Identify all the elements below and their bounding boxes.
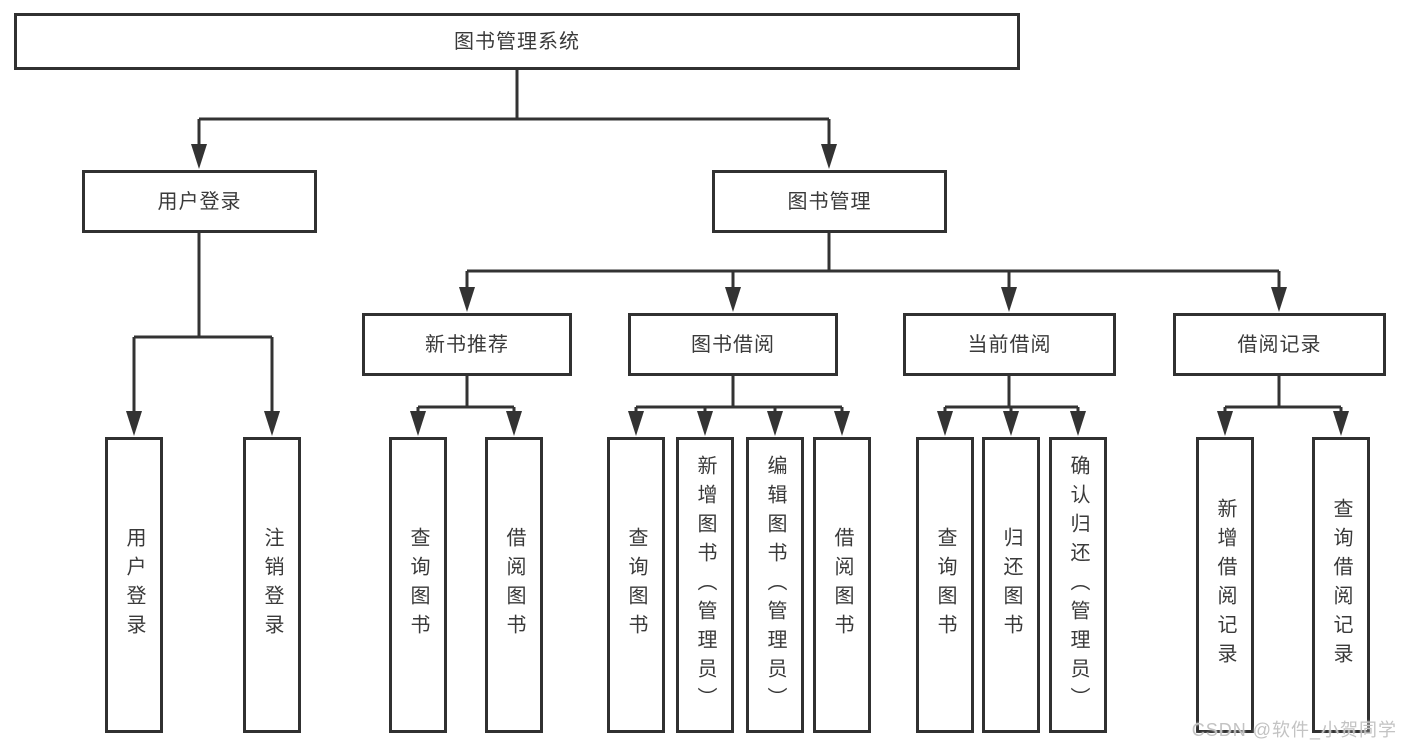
leaf-borrow-book-2: 借阅图书 xyxy=(813,437,871,733)
leaf-query-book-1: 查询图书 xyxy=(389,437,447,733)
node-borrow-record: 借阅记录 xyxy=(1173,313,1386,376)
leaf-add-borrow-record: 新增借阅记录 xyxy=(1196,437,1254,733)
leaf-borrow-book-1: 借阅图书 xyxy=(485,437,543,733)
leaf-logout: 注销登录 xyxy=(243,437,301,733)
node-root: 图书管理系统 xyxy=(14,13,1020,70)
leaf-add-book-admin: 新增图书（管理员） xyxy=(676,437,734,733)
leaf-user-login: 用户登录 xyxy=(105,437,163,733)
leaf-query-borrow-record: 查询借阅记录 xyxy=(1312,437,1370,733)
node-book-borrow: 图书借阅 xyxy=(628,313,838,376)
leaf-query-book-2: 查询图书 xyxy=(607,437,665,733)
watermark: CSDN @软件_小贺同学 xyxy=(1191,720,1397,740)
leaf-confirm-return-admin: 确认归还（管理员） xyxy=(1049,437,1107,733)
leaf-return-book: 归还图书 xyxy=(982,437,1040,733)
leaf-edit-book-admin: 编辑图书（管理员） xyxy=(746,437,804,733)
node-new-book-recommend: 新书推荐 xyxy=(362,313,572,376)
leaf-query-book-3: 查询图书 xyxy=(916,437,974,733)
node-current-borrow: 当前借阅 xyxy=(903,313,1116,376)
node-book-management: 图书管理 xyxy=(712,170,947,233)
node-user-login: 用户登录 xyxy=(82,170,317,233)
arrowheads xyxy=(126,144,1349,436)
